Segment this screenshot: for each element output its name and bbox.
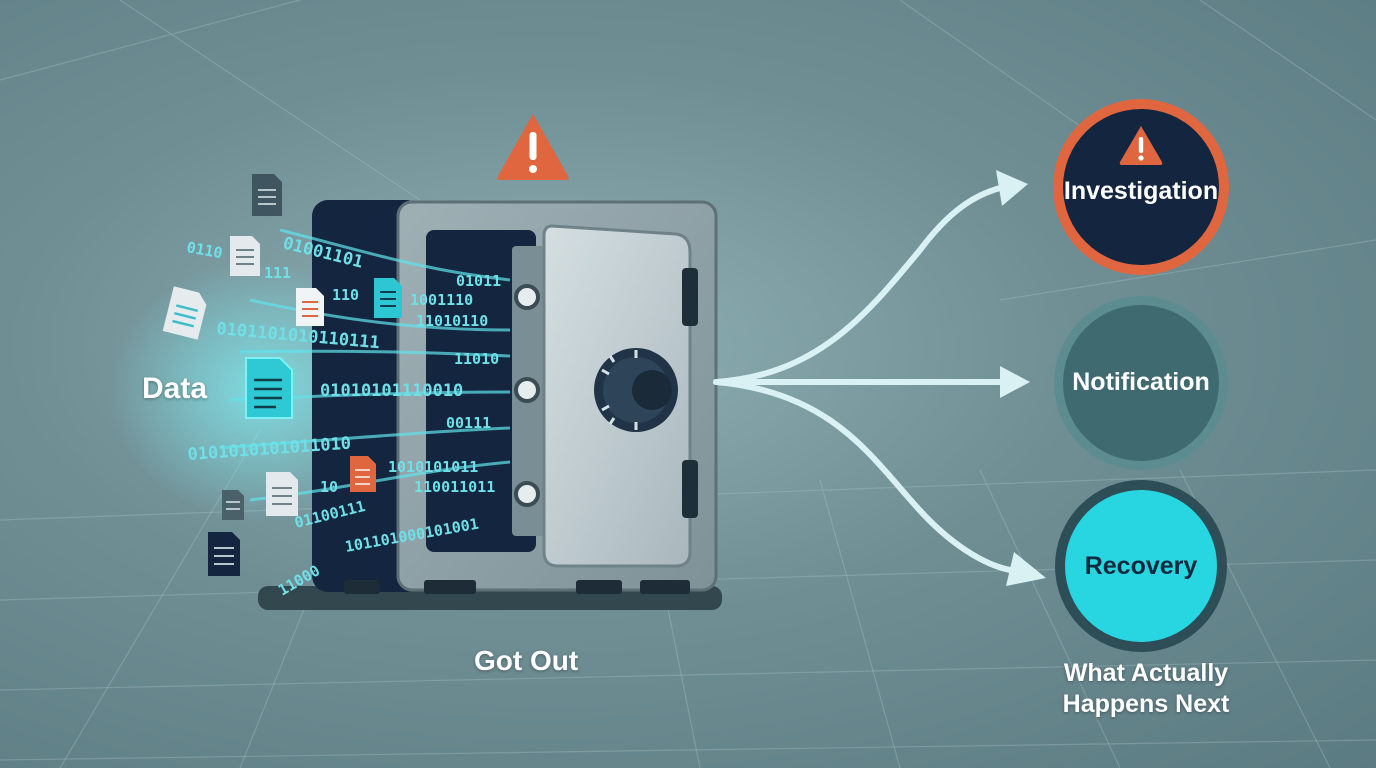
binary-3: 110 bbox=[332, 286, 359, 304]
binary-8: 11010 bbox=[454, 350, 499, 368]
documents bbox=[162, 174, 402, 576]
warning-icon bbox=[497, 114, 569, 180]
document-icon bbox=[374, 278, 402, 318]
binary-6: 11010110 bbox=[416, 312, 488, 330]
next-label-line1: What Actually bbox=[1063, 659, 1229, 687]
investigation-node bbox=[1053, 99, 1229, 275]
outcome-arrows bbox=[713, 185, 1013, 573]
got-out-label: Got Out bbox=[474, 645, 579, 676]
next-steps-label: What Actually Happens Next bbox=[1046, 658, 1246, 720]
document-icon bbox=[208, 532, 240, 576]
arrow-icon bbox=[996, 170, 1046, 586]
investigation-label: Investigation bbox=[1063, 177, 1219, 205]
document-icon bbox=[222, 490, 244, 520]
recovery-label: Recovery bbox=[1084, 552, 1198, 580]
notification-label: Notification bbox=[1072, 368, 1210, 396]
binary-1: 111 bbox=[264, 264, 291, 282]
binary-5: 01011 bbox=[456, 272, 501, 290]
binary-10: 00111 bbox=[446, 414, 491, 432]
document-icon bbox=[162, 286, 207, 340]
next-label-line2: Happens Next bbox=[1062, 690, 1230, 718]
document-icon bbox=[296, 288, 324, 326]
recovery-node bbox=[1055, 480, 1227, 652]
binary-14: 110011011 bbox=[414, 478, 495, 496]
dial-icon bbox=[594, 348, 678, 432]
binary-13: 1010101011 bbox=[388, 458, 478, 476]
data-label: Data bbox=[142, 372, 208, 405]
notification-node bbox=[1054, 296, 1228, 470]
document-icon bbox=[245, 357, 293, 419]
document-icon bbox=[230, 236, 260, 276]
document-icon bbox=[266, 472, 298, 516]
binary-4: 1001110 bbox=[410, 291, 473, 309]
binary-12: 10 bbox=[320, 478, 338, 496]
binary-0: 0110 bbox=[185, 238, 224, 262]
binary-9: 01010101110010 bbox=[320, 381, 463, 401]
document-icon bbox=[252, 174, 282, 216]
document-icon bbox=[350, 456, 376, 492]
warning-icon bbox=[1119, 126, 1163, 165]
